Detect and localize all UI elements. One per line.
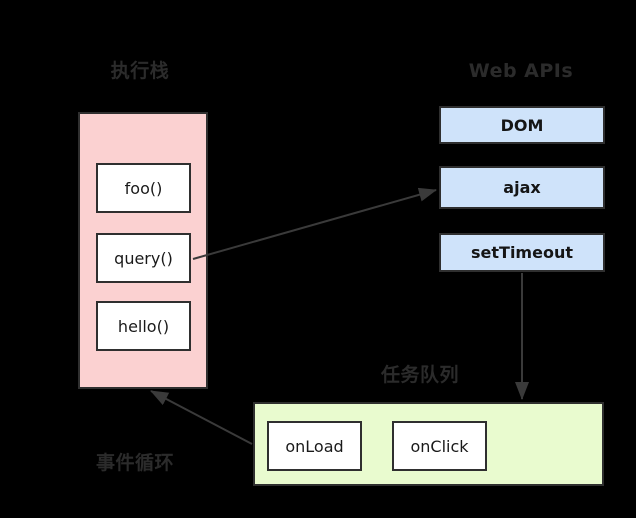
web-apis-caption: Web APIs [468, 60, 574, 82]
call-stack-frame-foo: foo() [96, 163, 191, 213]
call-stack-frame-query: query() [96, 233, 191, 283]
call-stack-frame-hello: hello() [96, 301, 191, 351]
task-queue-item-onload: onLoad [267, 421, 362, 471]
web-api-box-ajax: ajax [439, 166, 605, 209]
web-api-box-settimeout: setTimeout [439, 233, 605, 272]
web-api-box-dom: DOM [439, 106, 605, 144]
call-stack-caption: 执行栈 [110, 60, 170, 82]
task-queue-caption: 任务队列 [380, 364, 459, 386]
event-loop-caption: 事件循环 [95, 452, 174, 474]
arrow-task-queue-to-call-stack [150, 390, 253, 445]
arrow-query-to-ajax [192, 187, 437, 260]
task-queue-item-onclick: onClick [392, 421, 487, 471]
